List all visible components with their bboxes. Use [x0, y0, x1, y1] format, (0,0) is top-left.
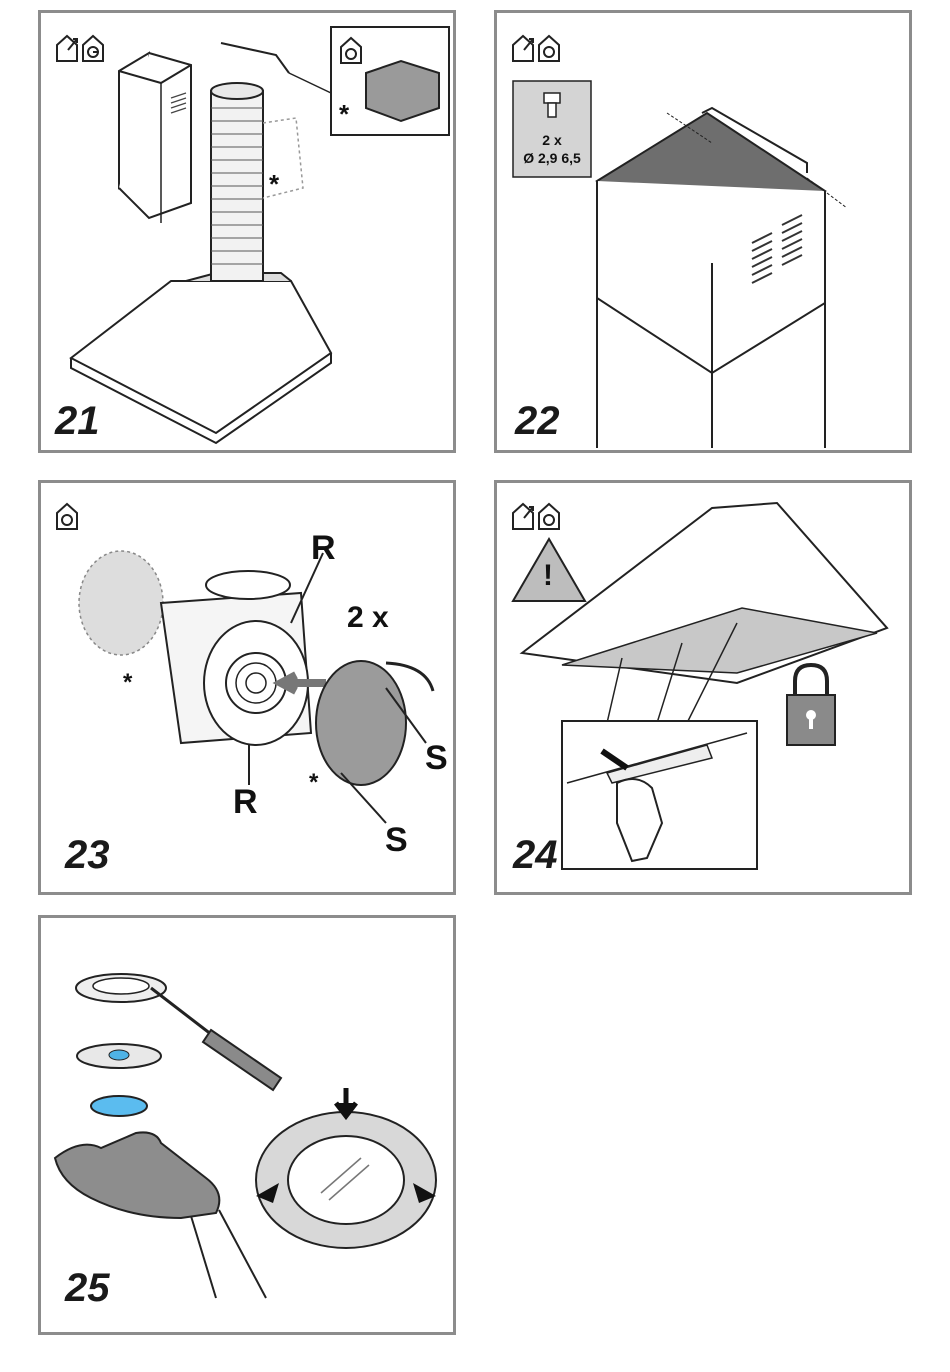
panel-22: 2 x Ø 2,9 6,5 22 — [494, 10, 912, 453]
padlock-icon — [787, 665, 835, 745]
star-label: * — [123, 671, 132, 695]
house-exhaust-icon — [57, 36, 77, 61]
screw-size: Ø 2,9 6,5 — [513, 149, 591, 167]
panel-24: ! 24 — [494, 480, 912, 895]
hood-chimney-assembly-illustration — [41, 13, 453, 450]
star-label: * — [269, 171, 279, 197]
panel-23: R 2 x R S S * * 23 — [38, 480, 456, 895]
panel-number: 24 — [513, 835, 558, 875]
panel-number: 21 — [55, 401, 100, 441]
panel-21: * * 21 — [38, 10, 456, 453]
house-recirculation-icon — [539, 504, 559, 529]
house-recirculation-icon — [539, 36, 559, 61]
house-recirculation-icon — [57, 504, 77, 529]
panel-number: 23 — [65, 835, 110, 875]
house-exhaust-icon — [513, 504, 533, 529]
hood-filter-removal-illustration — [497, 483, 909, 892]
warning-mark: ! — [543, 561, 553, 591]
chimney-top-illustration — [497, 13, 909, 450]
panel-number: 25 — [65, 1268, 110, 1308]
s-label: S — [385, 823, 408, 857]
screwdriver-icon — [151, 988, 281, 1090]
count-label: 2 x — [347, 603, 389, 633]
star-label: * — [309, 771, 318, 795]
star-label: * — [339, 101, 349, 127]
house-exhaust-icon — [513, 36, 533, 61]
panel-number: 22 — [515, 401, 560, 441]
s-label: S — [425, 741, 448, 775]
house-recirculation-icon — [83, 36, 103, 61]
glove-hand-icon — [55, 1132, 219, 1218]
screw-count: 2 x — [513, 131, 591, 149]
panel-25: 25 — [38, 915, 456, 1335]
r-label: R — [311, 531, 336, 565]
r-label: R — [233, 785, 258, 819]
